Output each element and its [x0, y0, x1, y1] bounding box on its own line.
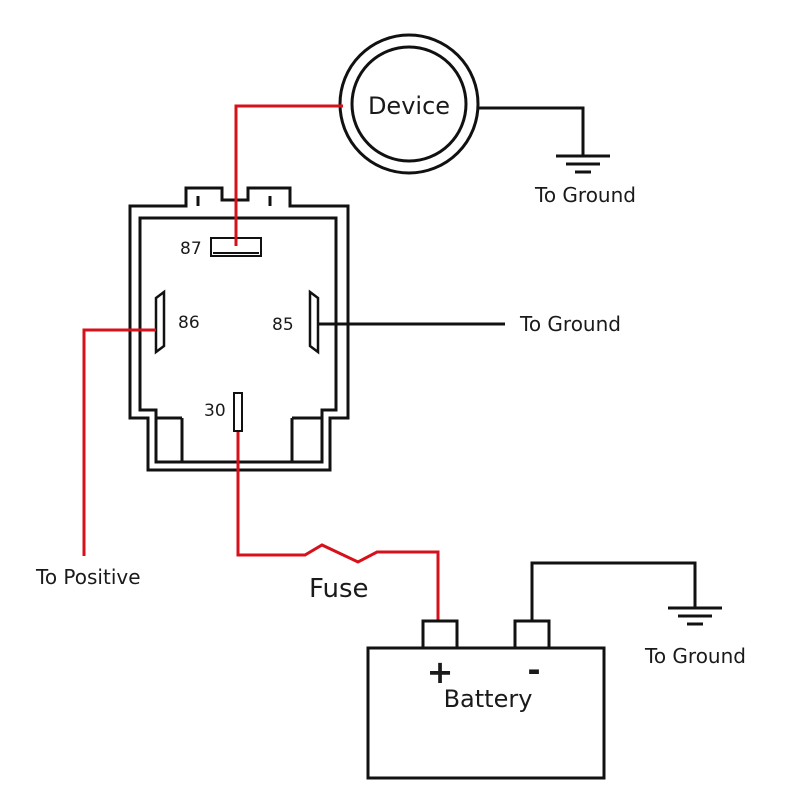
pin-85-label: 85 [272, 315, 294, 335]
pin-85-blade [308, 289, 320, 355]
pin-86-label: 86 [178, 313, 200, 333]
device-ground-label: To Ground [534, 183, 636, 207]
pin-86-blade [154, 289, 166, 355]
relay: 87 86 85 30 [128, 186, 350, 472]
battery-negative-terminal [513, 619, 551, 650]
pin-30-blade [233, 392, 243, 432]
relay-top-tab [196, 196, 272, 206]
battery-ground-wire [530, 561, 697, 620]
pin-87-label: 87 [180, 239, 202, 259]
fuse-label: Fuse [309, 574, 369, 604]
device-inner-ring [350, 45, 468, 163]
device-outer-ring [338, 33, 480, 175]
relay-inner-outline [138, 216, 338, 464]
device-ground-symbol [556, 154, 610, 174]
pin30-fuse-wire [236, 432, 440, 620]
battery-ground-symbol [668, 606, 722, 626]
battery-minus-sign: - [527, 651, 540, 689]
relay-outer-outline [128, 186, 350, 472]
battery-ground-label: To Ground [644, 644, 746, 668]
pin86-positive-wire [82, 328, 156, 556]
battery-label: Battery [444, 685, 533, 713]
battery: + - Battery [366, 619, 606, 780]
relay-right-post [290, 416, 322, 462]
relay-left-post [156, 416, 184, 462]
device: Device [338, 33, 480, 175]
device-ground-wire [478, 106, 585, 156]
battery-plus-sign: + [427, 653, 454, 691]
pin-30-label: 30 [204, 401, 226, 421]
battery-body [366, 646, 606, 780]
to-positive-label: To Positive [35, 565, 141, 589]
pin87-device-wire [234, 104, 343, 246]
pin85-ground-label: To Ground [519, 312, 621, 336]
device-label: Device [368, 92, 450, 120]
battery-positive-terminal [421, 619, 459, 650]
